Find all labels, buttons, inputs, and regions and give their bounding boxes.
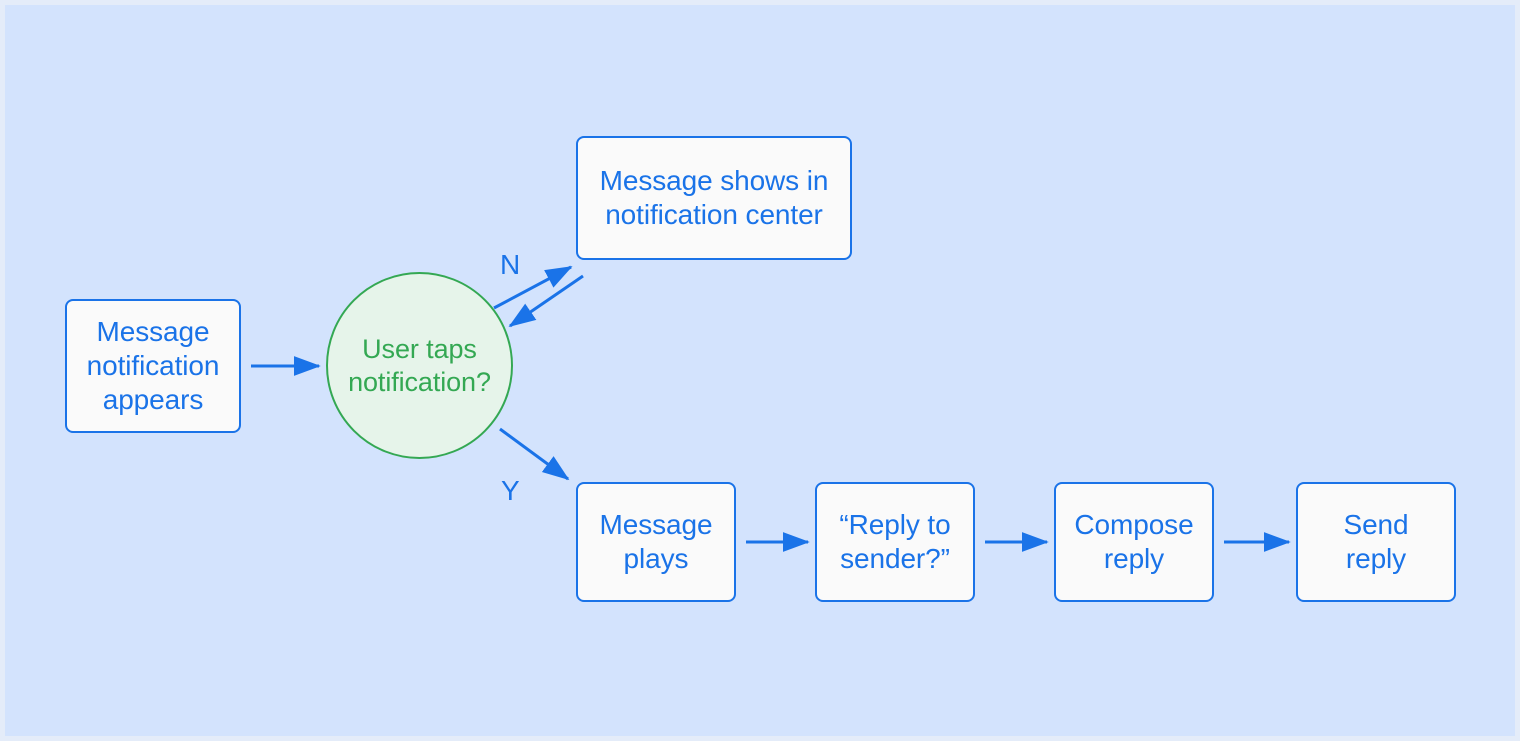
node-message-plays[interactable]: Message plays xyxy=(576,482,736,602)
node-reply-to-sender[interactable]: “Reply to sender?” xyxy=(815,482,975,602)
edge-label-y: Y xyxy=(501,475,520,506)
edge-decision-to-message-plays xyxy=(499,427,570,481)
node-user-taps-notification[interactable]: User taps notification? xyxy=(326,272,513,459)
node-message-notification-appears[interactable]: Message notification appears xyxy=(65,299,241,433)
edge-decision-to-notification-center xyxy=(493,265,573,310)
edge-label-n: N xyxy=(500,249,521,280)
node-compose-reply[interactable]: Compose reply xyxy=(1054,482,1214,602)
node-send-reply[interactable]: Send reply xyxy=(1296,482,1456,602)
edge-notification-center-to-decision xyxy=(508,274,584,328)
node-message-shows-in-notification-center[interactable]: Message shows in notification center xyxy=(576,136,852,260)
